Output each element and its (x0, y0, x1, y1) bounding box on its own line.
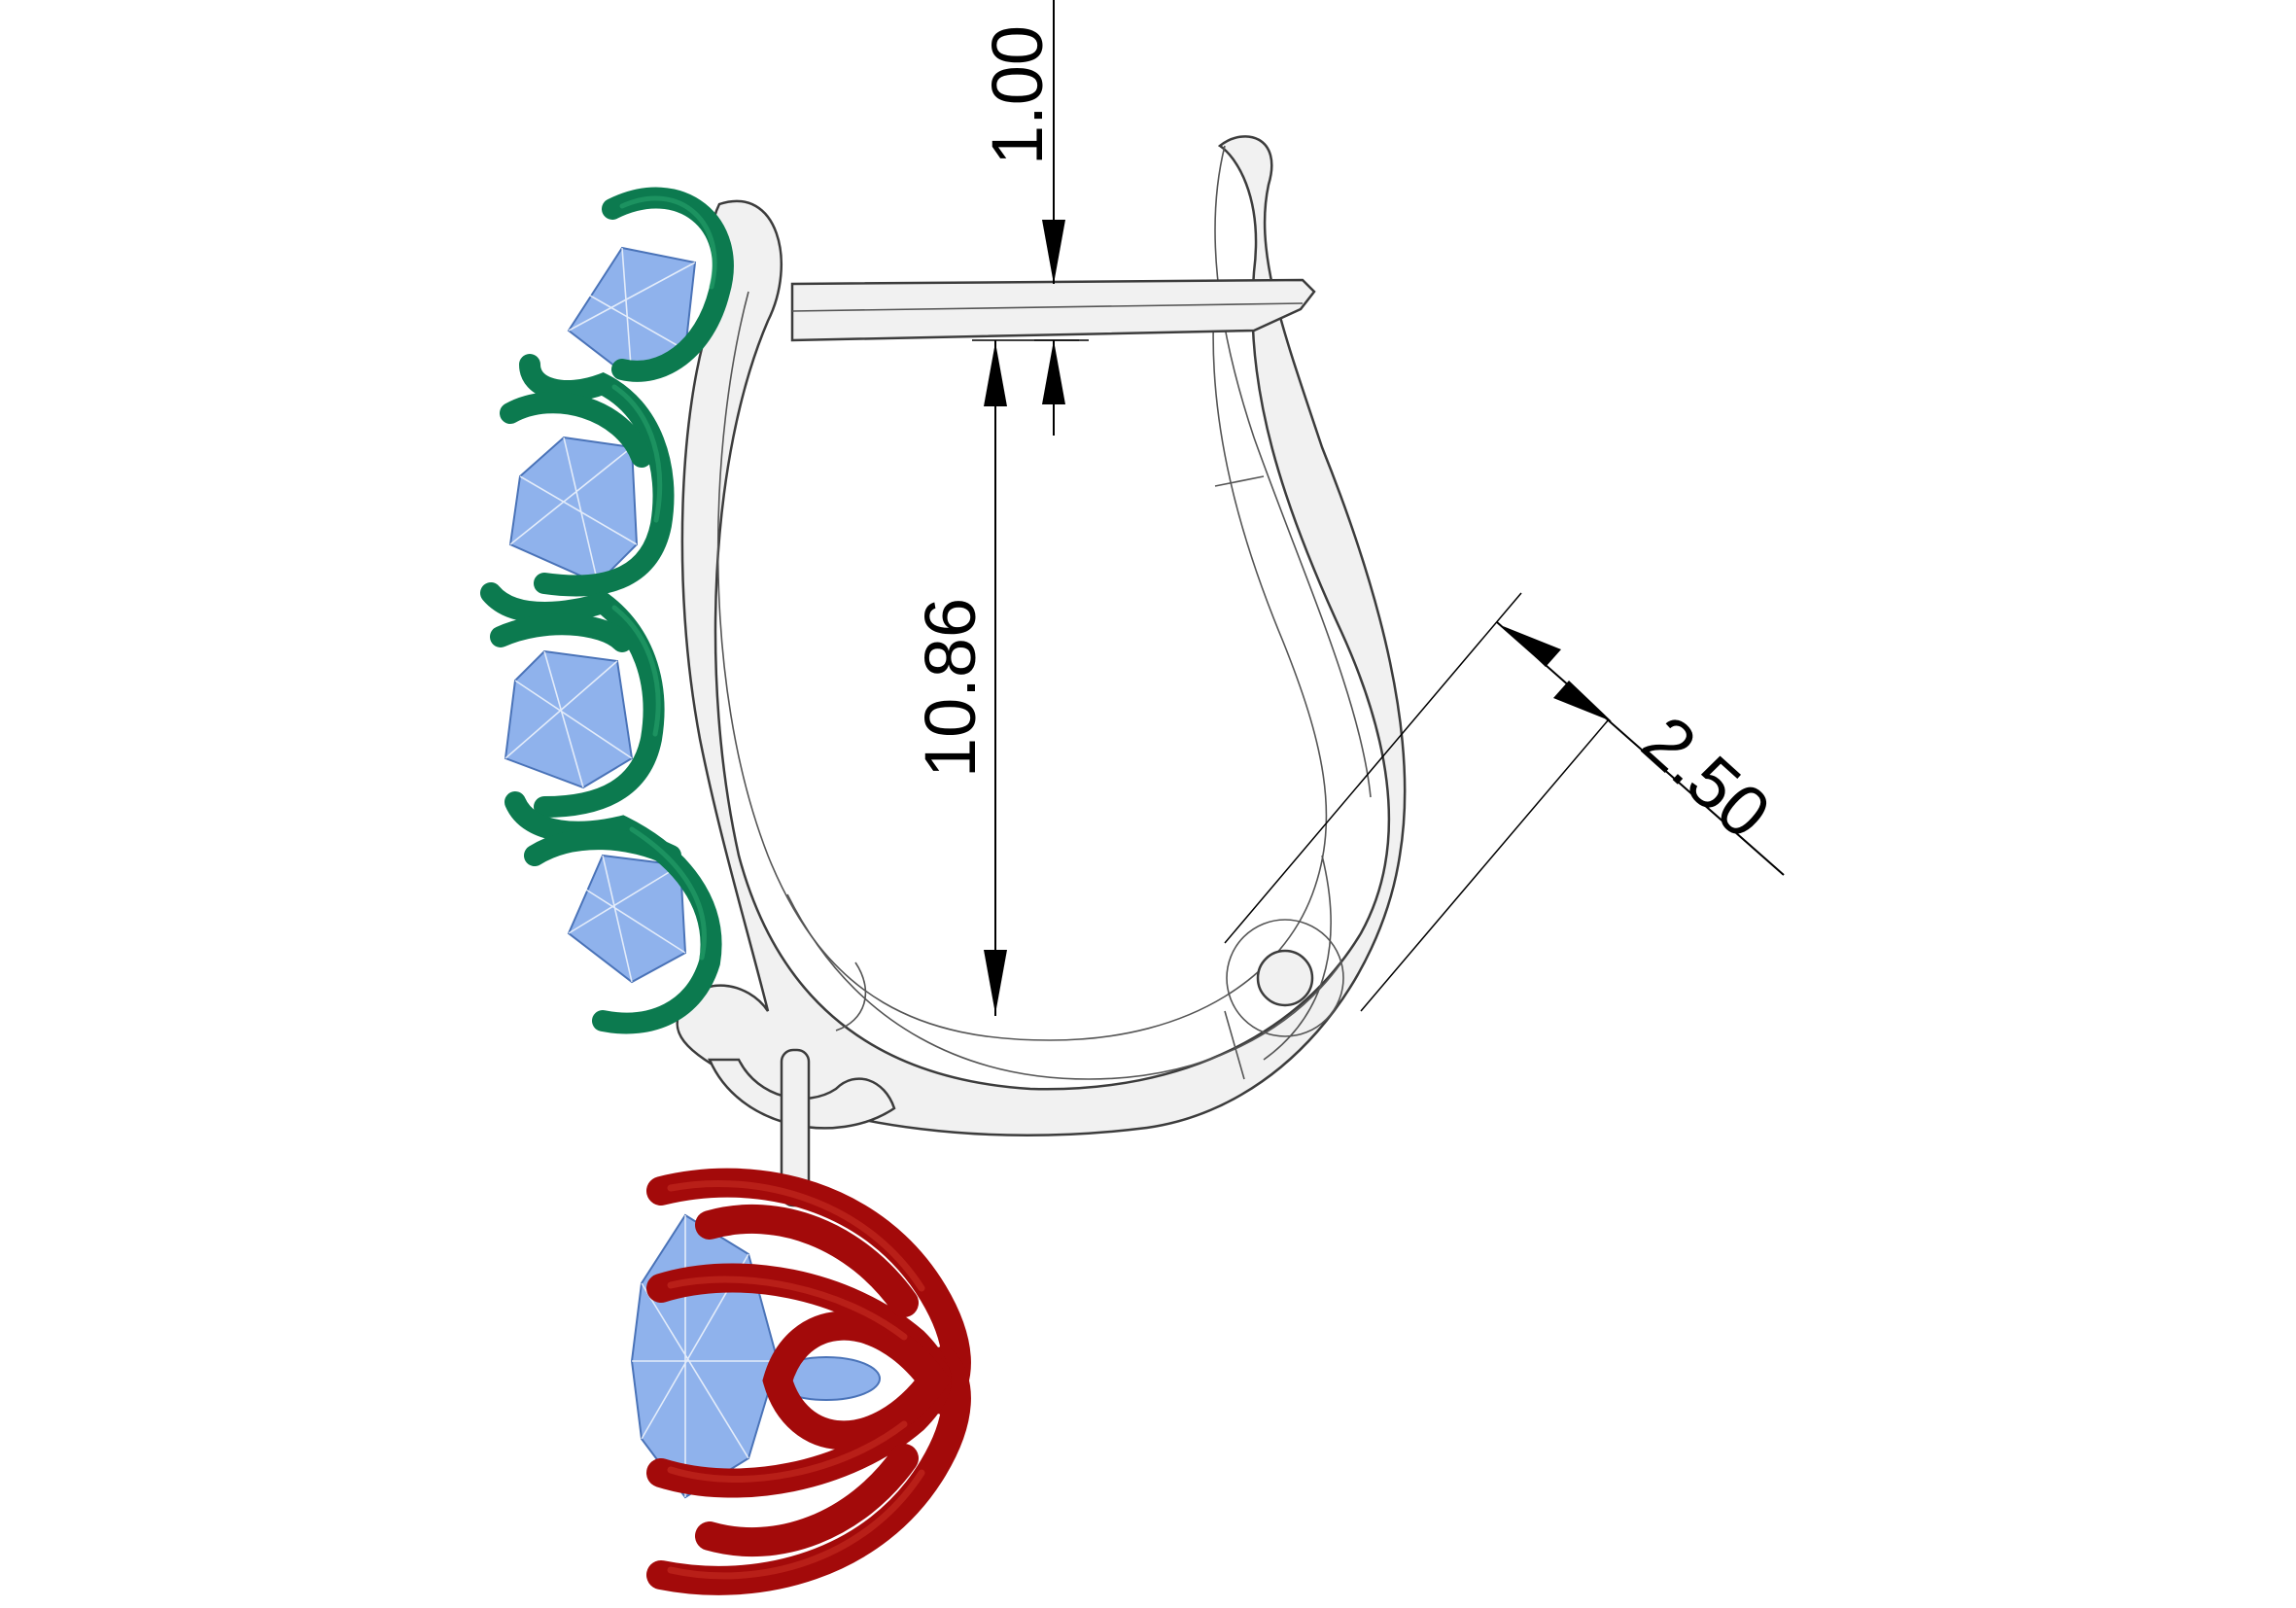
side-setting (480, 187, 734, 1034)
top-gap-arrow-up (1042, 340, 1065, 404)
green-prong-highlight (611, 195, 717, 961)
band-width-arrow-2 (1553, 681, 1612, 721)
red-prong-highlight (667, 1179, 925, 1580)
red-prong-7 (762, 1311, 952, 1451)
dimension-inner-height: 10.86 (910, 339, 1089, 1016)
side-gem-2 (508, 436, 639, 585)
hoop-body (676, 135, 1407, 1207)
green-prong-5 (490, 613, 633, 652)
hoop-seam-2 (1263, 855, 1332, 1061)
red-prong-5 (695, 1204, 919, 1317)
green-prong-4 (480, 582, 665, 818)
green-prong-3 (500, 392, 652, 468)
side-gem-4 (567, 854, 687, 984)
hoop-band (676, 135, 1407, 1136)
hinge-circle (1256, 949, 1314, 1007)
inner-height-arrow-up (984, 342, 1007, 406)
red-prong-6 (695, 1444, 919, 1557)
hoop-seam-3 (1224, 1010, 1245, 1080)
dimension-band-width: 2.50 (1224, 592, 1786, 1012)
green-prong-6 (504, 791, 722, 1034)
band-width-extension-2 (1360, 718, 1610, 1012)
hoop-edge-line-2 (1214, 145, 1372, 798)
top-gap-label: 1.00 (977, 25, 1058, 165)
hoop-seam-1 (1214, 475, 1265, 487)
drop-setting (630, 1168, 971, 1595)
hinge-ring (1226, 919, 1344, 1037)
inner-height-label: 10.86 (910, 598, 991, 778)
hoop-seam-4 (835, 961, 867, 1031)
latch-bar (790, 278, 1316, 342)
band-width-label: 2.50 (1627, 700, 1786, 854)
drop-gem (630, 1213, 780, 1499)
red-prong-2 (646, 1346, 971, 1595)
band-width-arrow-1 (1503, 626, 1561, 667)
inner-height-arrow-down (984, 950, 1007, 1014)
top-gap-arrow-down (1042, 220, 1065, 284)
hoop-edge-line (786, 893, 1342, 1080)
band-width-extension-1 (1224, 592, 1522, 944)
latch-bar-line (791, 302, 1304, 312)
side-gem-3 (504, 649, 634, 789)
drop-loop (708, 1058, 896, 1130)
hoop-inner-contour (716, 291, 1328, 1041)
